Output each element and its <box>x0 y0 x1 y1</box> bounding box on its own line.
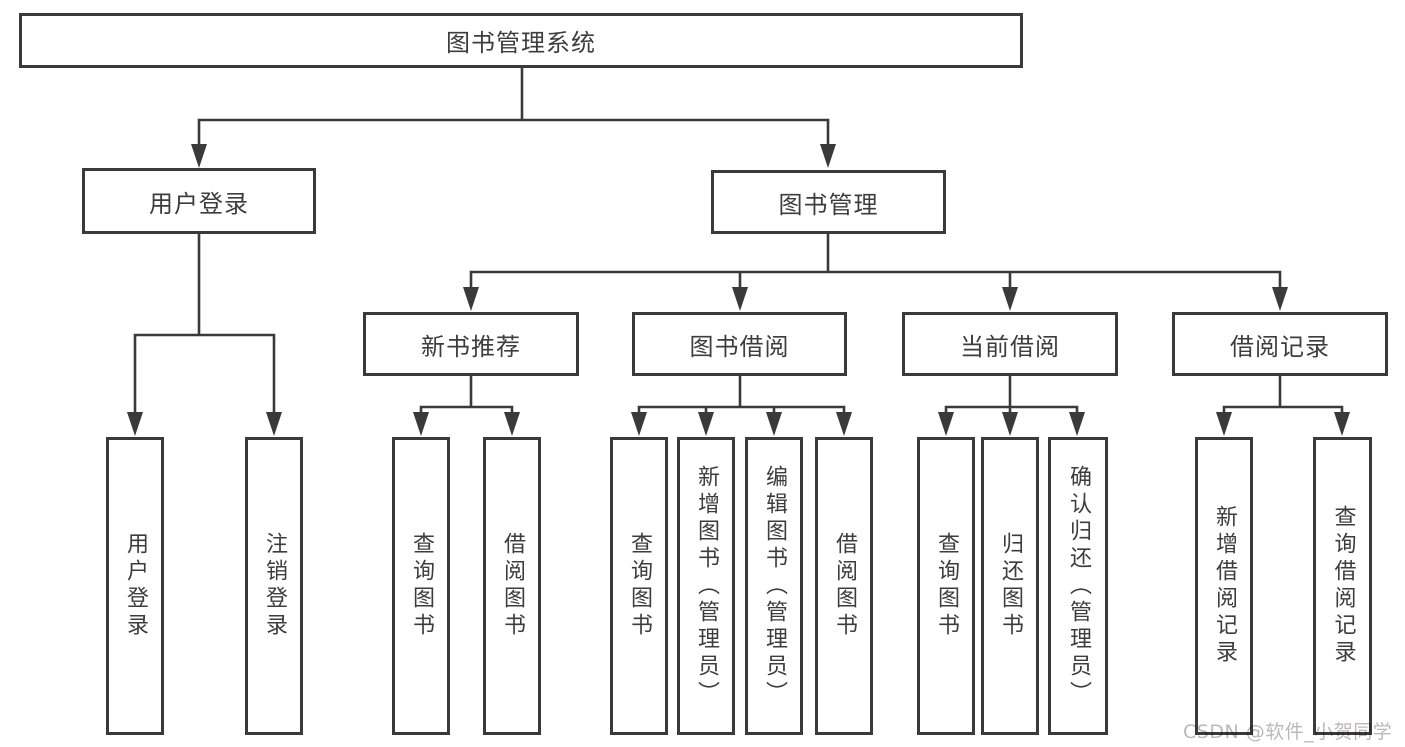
leaf-query-books-borrow: 查询图书 <box>610 437 668 735</box>
leaf-return-books: 归还图书 <box>981 437 1039 735</box>
watermark: CSDN @软件_小贺同学 <box>1183 721 1393 743</box>
node-book-management: 图书管理 <box>711 170 946 234</box>
leaf-add-books-admin: 新增图书（管理员） <box>677 437 735 735</box>
leaf-edit-books-admin: 编辑图书（管理员） <box>745 437 803 735</box>
leaf-borrow-books-recommend: 借阅图书 <box>483 437 541 735</box>
node-book-borrow: 图书借阅 <box>632 312 847 376</box>
node-user-login: 用户登录 <box>82 168 316 234</box>
leaf-query-books-recommend: 查询图书 <box>392 437 450 735</box>
leaf-add-borrow-record: 新增借阅记录 <box>1195 437 1253 735</box>
leaf-query-borrow-record: 查询借阅记录 <box>1313 437 1372 735</box>
node-root: 图书管理系统 <box>19 13 1023 68</box>
node-borrow-records: 借阅记录 <box>1172 312 1388 376</box>
leaf-query-books-current: 查询图书 <box>917 437 975 735</box>
leaf-borrow-books-borrow: 借阅图书 <box>815 437 873 735</box>
node-current-borrow: 当前借阅 <box>902 312 1118 376</box>
leaf-user-login: 用户登录 <box>106 437 164 735</box>
node-new-book-recommend: 新书推荐 <box>363 312 579 376</box>
leaf-logout: 注销登录 <box>245 437 303 735</box>
leaf-confirm-return-admin: 确认归还（管理员） <box>1048 437 1108 735</box>
